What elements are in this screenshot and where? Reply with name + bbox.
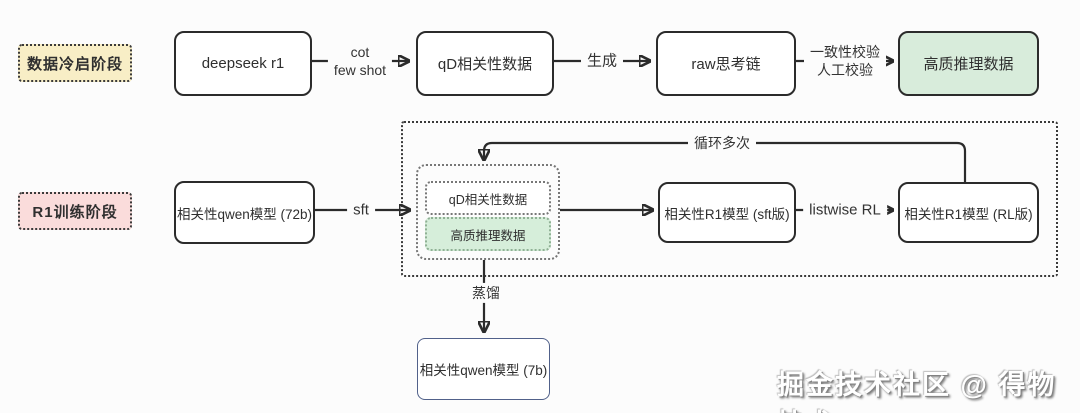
edge-label-consistency-check: 一致性校验 人工校验 <box>804 41 886 81</box>
node-deepseek-r1-label: deepseek r1 <box>201 55 285 72</box>
node-qwen-7b-label: 相关性qwen模型 (7b) <box>419 363 548 378</box>
node-inner-qd-data: qD相关性数据 <box>425 181 551 215</box>
edge-label-loop: 循环多次 <box>688 132 756 154</box>
edge-label-distill: 蒸馏 <box>466 282 506 304</box>
node-qwen-7b: 相关性qwen模型 (7b) <box>417 338 550 400</box>
node-r1-rl: 相关性R1模型 (RL版) <box>898 182 1039 243</box>
node-inner-qd-data-label: qD相关性数据 <box>448 192 528 207</box>
stage-label-r1-training-text: R1训练阶段 <box>32 203 118 221</box>
node-r1-sft-label: 相关性R1模型 (sft版) <box>664 206 790 222</box>
node-qd-relevance-data-label: qD相关性数据 <box>437 56 533 73</box>
edge-label-sft: sft <box>347 199 375 221</box>
stage-label-r1-training: R1训练阶段 <box>18 192 132 230</box>
edge-label-listwise-rl: listwise RL <box>803 199 887 221</box>
node-hq-reasoning-data-label: 高质推理数据 <box>923 56 1014 73</box>
node-r1-sft: 相关性R1模型 (sft版) <box>658 182 796 243</box>
training-loop-region <box>401 121 1058 277</box>
edge-label-check-line1: 一致性校验 <box>810 43 880 60</box>
node-deepseek-r1: deepseek r1 <box>174 31 312 96</box>
node-inner-hq-data: 高质推理数据 <box>425 217 551 251</box>
edge-label-cot-line1: cot <box>350 43 370 60</box>
node-r1-rl-label: 相关性R1模型 (RL版) <box>904 206 1033 222</box>
node-qd-relevance-data: qD相关性数据 <box>416 31 554 96</box>
edge-label-check-line2: 人工校验 <box>817 62 873 78</box>
node-raw-cot-chain-label: raw思考链 <box>691 56 761 73</box>
stage-label-cold-start-text: 数据冷启阶段 <box>26 55 123 73</box>
node-raw-cot-chain: raw思考链 <box>656 31 796 96</box>
edge-label-generate: 生成 <box>580 50 624 72</box>
node-inner-hq-data-label: 高质推理数据 <box>450 228 526 243</box>
stage-label-cold-start: 数据冷启阶段 <box>18 44 132 82</box>
node-qwen-72b-label: 相关性qwen模型 (72b) <box>176 206 313 222</box>
node-hq-reasoning-data: 高质推理数据 <box>898 31 1039 96</box>
watermark-text: 掘金技术社区 @ 得物技术 <box>777 370 1057 413</box>
edge-label-cot-line2: few shot <box>333 62 387 78</box>
node-qwen-72b: 相关性qwen模型 (72b) <box>174 181 315 244</box>
edge-label-cot-few-shot: cot few shot <box>327 41 393 81</box>
